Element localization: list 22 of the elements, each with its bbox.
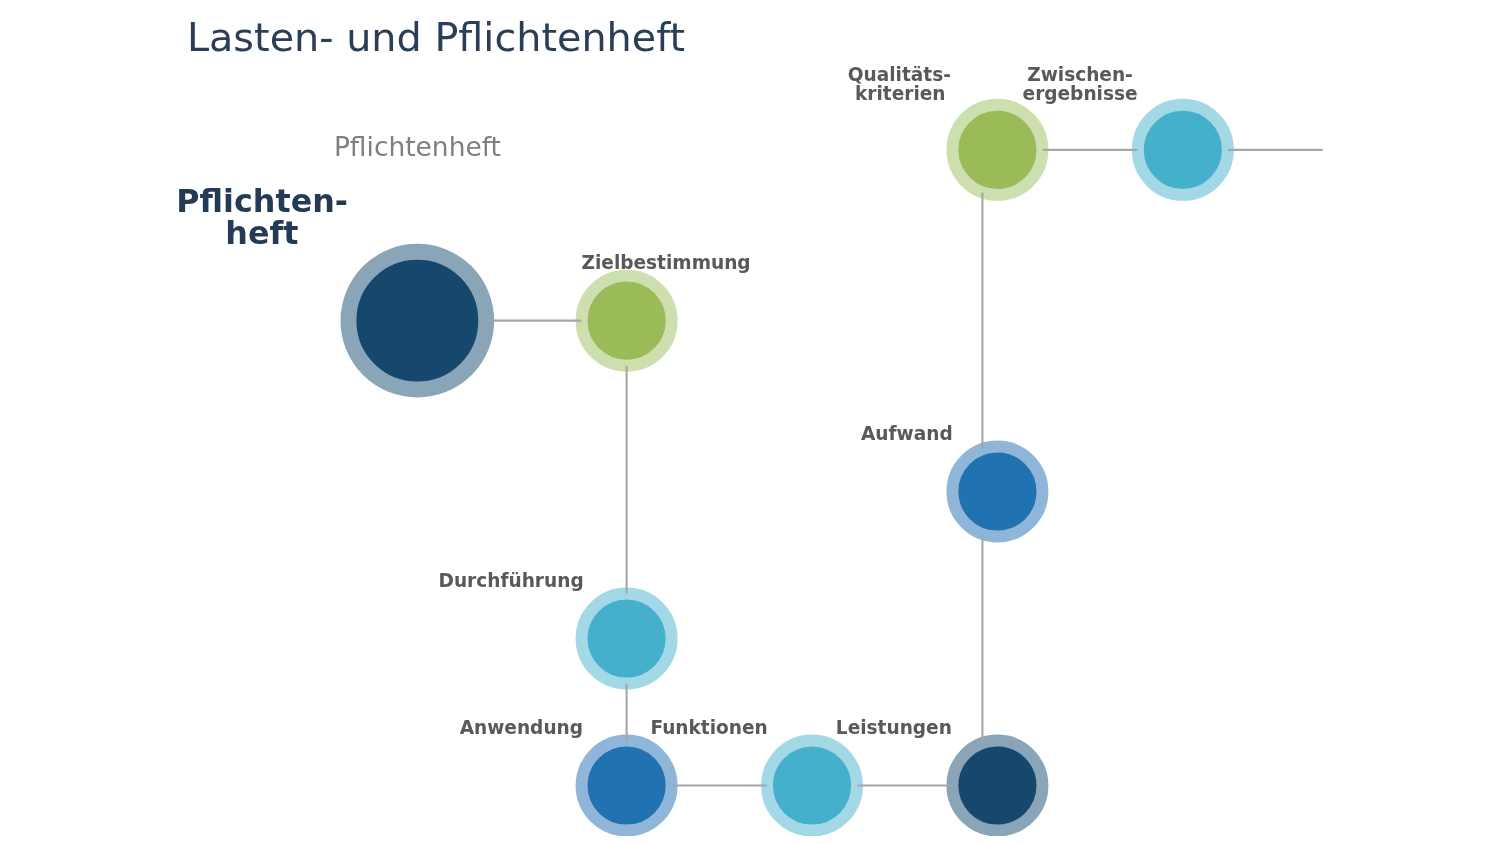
connector xyxy=(1042,148,1138,151)
label: Pflichtenheft xyxy=(333,131,501,163)
node-circle xyxy=(340,243,495,398)
connector xyxy=(671,784,767,787)
node-label: Zwischen- ergebnisse xyxy=(1022,64,1138,104)
node-circle xyxy=(946,440,1049,543)
node-label: Funktionen xyxy=(650,717,768,739)
connector xyxy=(486,319,582,322)
connector xyxy=(625,365,628,594)
node-label: Pflichten- heft xyxy=(176,183,348,252)
connector xyxy=(857,784,952,787)
node-label: Durchführung xyxy=(438,570,584,592)
connector xyxy=(1228,148,1323,151)
node-label: Leistungen xyxy=(835,717,952,739)
node-label: Aufwand xyxy=(861,423,953,445)
connector xyxy=(981,192,984,449)
connector xyxy=(981,534,984,743)
diagram-title: Lasten- und Pflichtenheft xyxy=(186,13,686,60)
node-label: Zielbestimmung xyxy=(581,252,751,274)
node-label: Qualitäts- kriterien xyxy=(847,64,951,104)
connector xyxy=(625,683,628,741)
node-label: Anwendung xyxy=(459,717,584,739)
